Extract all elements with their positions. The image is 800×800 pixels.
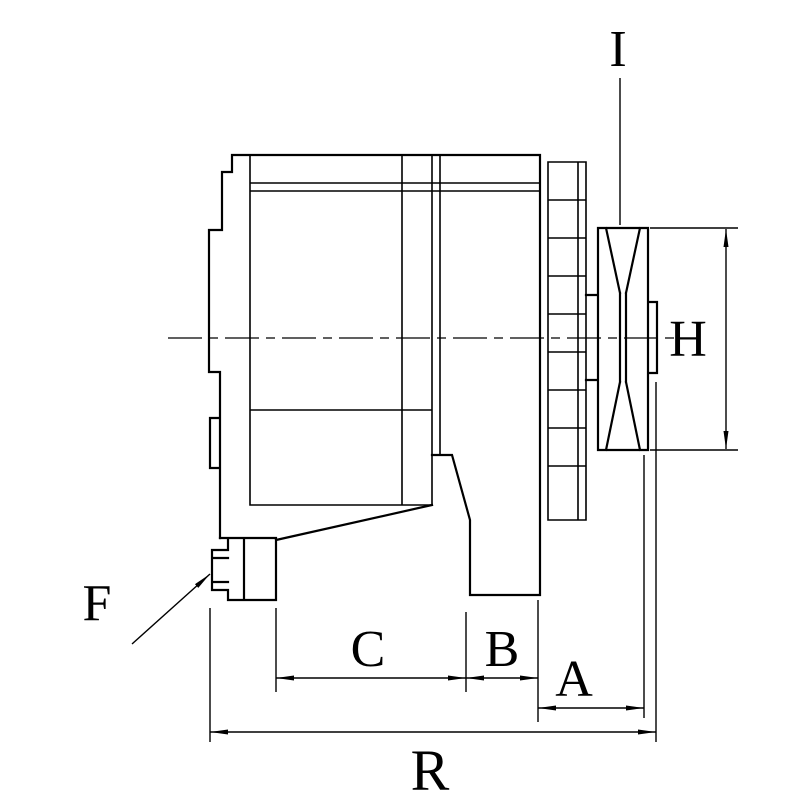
fan-ribs [547, 161, 587, 521]
pulley [584, 226, 659, 452]
dimension-f-leader-line [131, 573, 211, 645]
dimension-h-extension-lines [650, 227, 738, 451]
dimension-label-c: C [351, 621, 386, 678]
mounting-lug [210, 503, 434, 602]
dimension-C: C [275, 608, 467, 692]
dimension-label-i: I [609, 21, 626, 78]
dimension-label-a: A [555, 651, 593, 708]
body-detail-lines [249, 154, 541, 506]
dimension-I: I [609, 21, 627, 225]
dimension-r-extension-lines [209, 382, 657, 742]
dimension-label-f: F [83, 575, 112, 632]
dimension-R: R [209, 382, 657, 800]
dimension-label-r: R [411, 738, 450, 800]
body-silhouette [207, 153, 542, 597]
dimension-A: A [538, 455, 645, 718]
alternator-body [207, 153, 659, 602]
dimension-H: H [650, 227, 738, 451]
dimension-F: F [83, 573, 211, 645]
dimension-label-b: B [485, 621, 520, 678]
dimension-label-h: H [669, 311, 707, 368]
dimension-B: B [466, 600, 539, 722]
